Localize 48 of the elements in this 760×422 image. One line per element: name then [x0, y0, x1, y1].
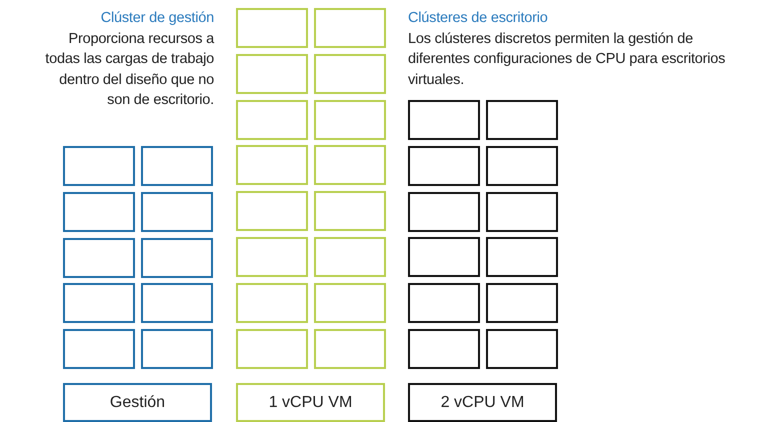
empty-box: [314, 54, 386, 94]
empty-box: [486, 146, 558, 186]
empty-box: [141, 283, 213, 324]
empty-box: [236, 328, 308, 369]
empty-box: [486, 283, 558, 324]
empty-box: [314, 8, 386, 48]
empty-box: [408, 192, 480, 232]
empty-box: [236, 191, 308, 232]
empty-box: [63, 283, 135, 324]
empty-box: [63, 329, 135, 370]
empty-box: [141, 146, 213, 186]
empty-box: [63, 192, 135, 232]
empty-box: [63, 238, 135, 278]
empty-box: [141, 238, 213, 278]
label-box: [408, 383, 557, 422]
empty-box: [236, 282, 308, 323]
empty-box: [236, 8, 308, 48]
empty-box: [408, 329, 480, 369]
description: Los clústeres discretos permiten la gestión de diferentes configuraciones de CPU para escritorios virtuales.: [408, 30, 726, 90]
empty-box: [141, 329, 213, 370]
empty-box: [141, 192, 213, 232]
empty-box: [486, 237, 558, 278]
description: Proporciona recursos a todas las cargas de trabajo dentro del diseño que no son de escritorio.: [44, 30, 214, 110]
empty-box: [314, 328, 386, 369]
empty-box: [314, 237, 386, 277]
empty-box: [408, 237, 480, 278]
empty-box: [314, 282, 386, 323]
column-label: 1 vCPU VM: [268, 394, 352, 412]
empty-box: [236, 54, 308, 94]
empty-box: [486, 192, 558, 232]
heading: Clústeres de escritorio: [408, 9, 549, 28]
empty-box: [408, 100, 480, 140]
empty-box: [63, 146, 135, 186]
empty-box: [314, 100, 386, 140]
label-box: [236, 383, 385, 422]
empty-box: [236, 237, 308, 277]
empty-box: [236, 145, 308, 186]
heading: Clúster de gestión: [100, 9, 214, 28]
empty-box: [408, 146, 480, 186]
empty-box: [408, 283, 480, 324]
column-label: Gestión: [110, 394, 166, 412]
empty-box: [314, 191, 386, 232]
column-label: 2 vCPU VM: [440, 394, 524, 412]
empty-box: [486, 100, 558, 140]
label-box: [63, 383, 212, 422]
empty-box: [486, 329, 558, 369]
empty-box: [314, 145, 386, 186]
empty-box: [236, 100, 308, 140]
